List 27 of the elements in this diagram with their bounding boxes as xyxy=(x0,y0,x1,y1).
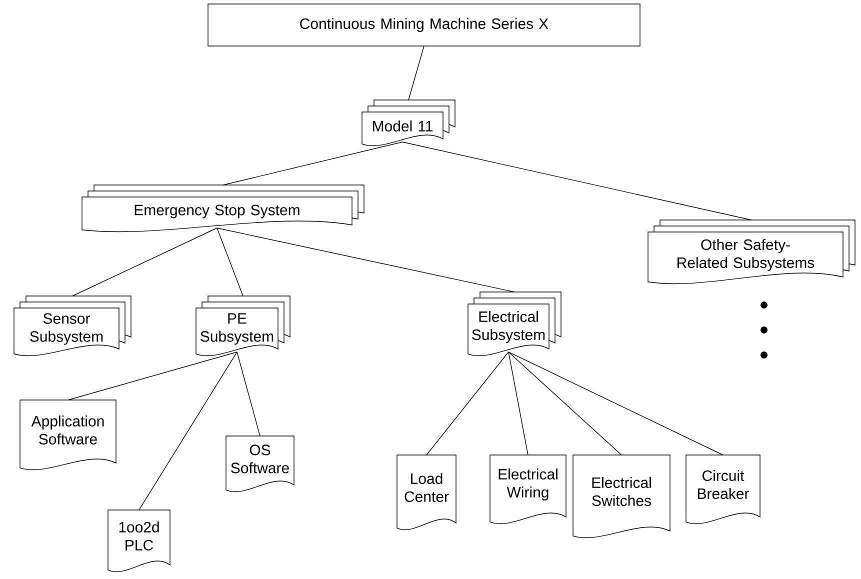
connector-line xyxy=(508,352,622,456)
stacked-document-box: Electrical Subsystem xyxy=(468,292,562,356)
document-box: Electrical Switches xyxy=(572,454,670,538)
connector-line xyxy=(68,352,238,400)
stacked-document-box: Model 11 xyxy=(362,100,456,146)
title-box: Continuous Mining Machine Series X xyxy=(208,4,640,46)
connector-line xyxy=(508,352,528,456)
stacked-document-box: Other Safety-Related Subsystems xyxy=(648,220,856,284)
document-box: Circuit Breaker xyxy=(686,454,760,524)
document-box: Electrical Wiring xyxy=(490,454,566,524)
document-box: 1oo2d PLC xyxy=(108,510,170,572)
connector-line xyxy=(426,352,509,456)
document-box: Load Center xyxy=(396,454,456,530)
document-box: Application Software xyxy=(20,400,116,470)
connector-line xyxy=(408,46,424,100)
stacked-document-box: Emergency Stop System xyxy=(82,184,364,232)
stacked-document-box: PE Subsystem xyxy=(196,296,290,356)
connector-line xyxy=(222,142,403,186)
connector-line xyxy=(508,352,724,456)
connector-line xyxy=(72,228,218,296)
connector-line xyxy=(402,142,752,220)
connector-line xyxy=(216,228,515,292)
stacked-document-box: Sensor Subsystem xyxy=(14,296,132,356)
connector-line xyxy=(138,352,238,510)
connector-line xyxy=(236,352,260,436)
document-box: OS Software xyxy=(226,436,294,492)
connector-line xyxy=(216,228,244,296)
